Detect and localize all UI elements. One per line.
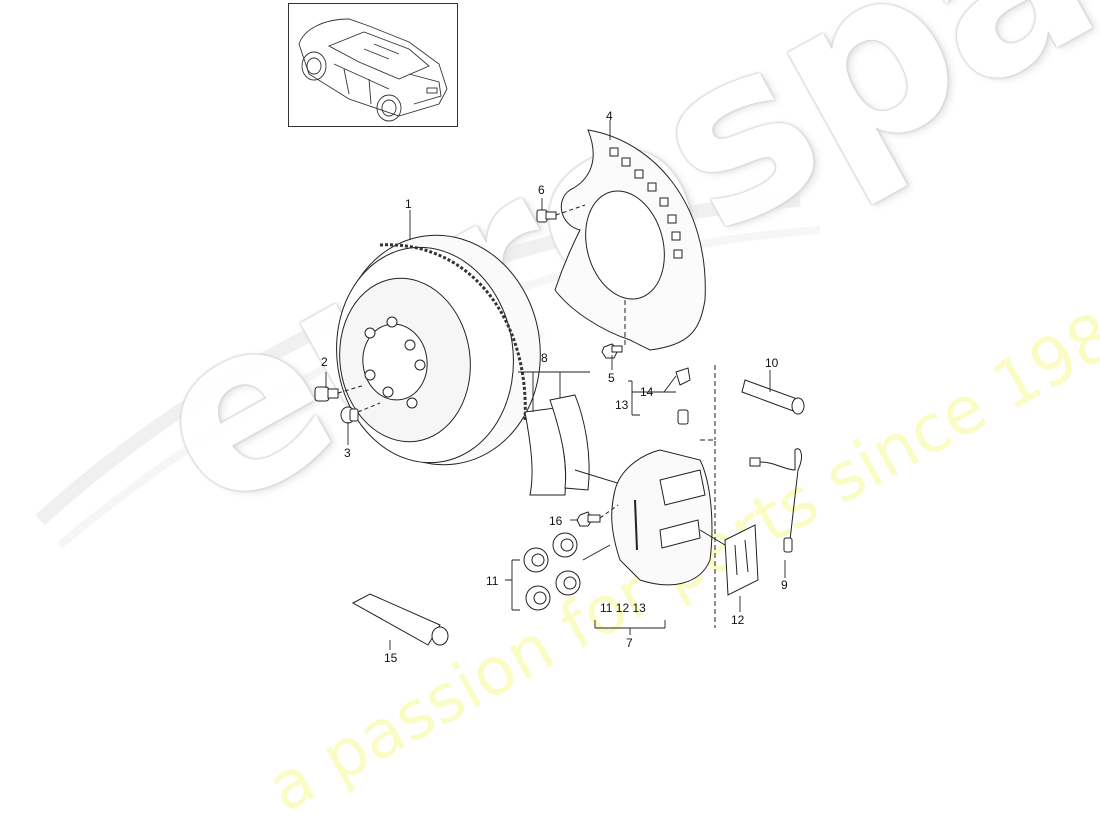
callout-7-includes: 11 12 13 bbox=[600, 601, 646, 615]
callout-16[interactable]: 16 bbox=[549, 514, 563, 528]
callout-4[interactable]: 4 bbox=[606, 109, 613, 123]
parts-diagram: eurospares a passion for parts since 198… bbox=[35, 0, 1100, 827]
callout-6[interactable]: 6 bbox=[538, 183, 545, 197]
callout-15[interactable]: 15 bbox=[384, 651, 398, 665]
callout-13[interactable]: 13 bbox=[615, 398, 629, 412]
parts-artwork bbox=[314, 120, 805, 650]
callout-14[interactable]: 14 bbox=[640, 385, 654, 399]
callout-2[interactable]: 2 bbox=[321, 355, 328, 369]
vehicle-overview-thumbnail bbox=[288, 3, 458, 127]
callout-10[interactable]: 10 bbox=[765, 356, 779, 370]
suv-outline-icon bbox=[298, 18, 448, 122]
callout-5[interactable]: 5 bbox=[608, 371, 615, 385]
callout-12[interactable]: 12 bbox=[731, 613, 745, 627]
callout-7[interactable]: 7 bbox=[626, 636, 633, 650]
callout-1[interactable]: 1 bbox=[405, 197, 412, 211]
brake-disc-part bbox=[336, 234, 541, 466]
callout-11[interactable]: 11 bbox=[486, 574, 499, 588]
callout-9[interactable]: 9 bbox=[781, 578, 788, 592]
callout-3[interactable]: 3 bbox=[344, 446, 351, 460]
callout-8[interactable]: 8 bbox=[541, 351, 548, 365]
